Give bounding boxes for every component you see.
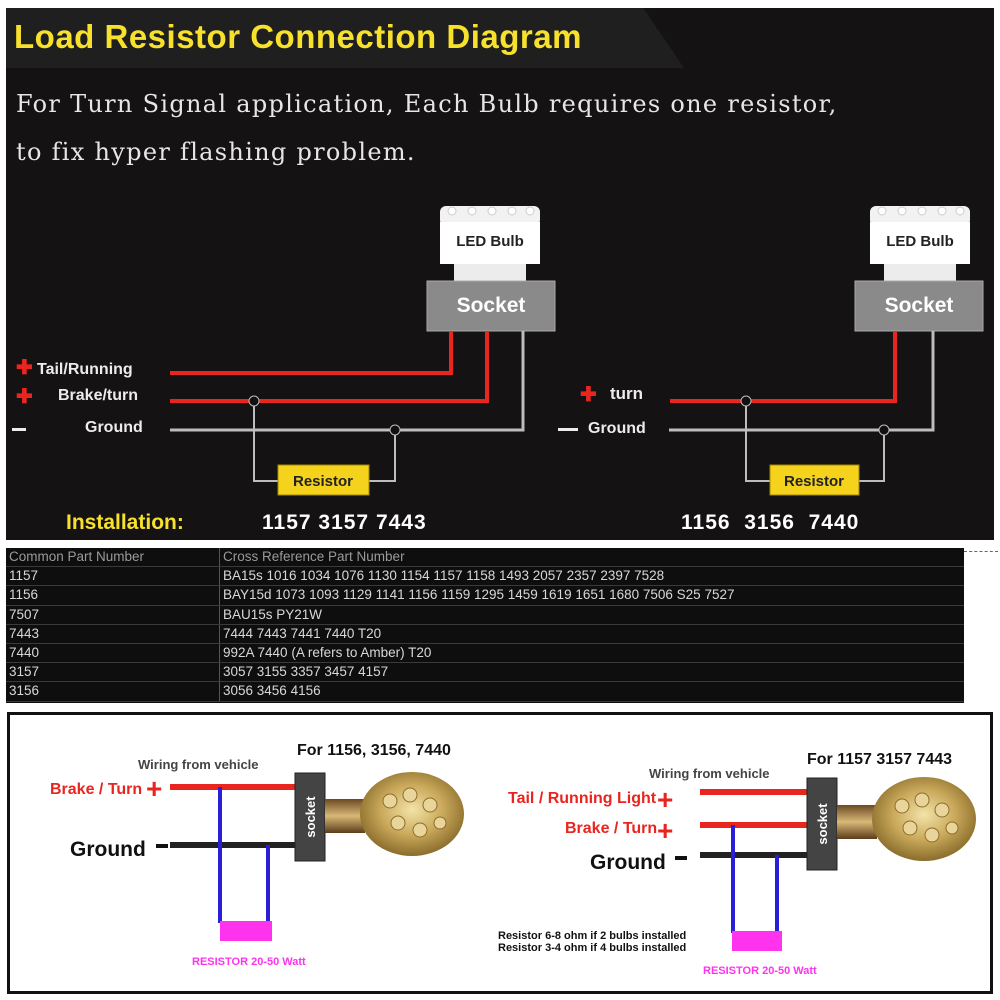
table-row: 1156 BAY15d 1073 1093 1129 1141 1156 115…	[6, 585, 964, 606]
cross-reference-cell: 3057 3155 3357 3457 4157	[219, 662, 964, 683]
left-led-bulb: LED Bulb	[440, 206, 540, 282]
left-socket-label: Socket	[457, 294, 526, 317]
left-resistor-label: RESISTOR 20-50 Watt	[192, 956, 306, 968]
right-socket-label: Socket	[885, 294, 954, 317]
left-tail-label: Tail/Running	[37, 361, 133, 378]
minus-icon	[12, 428, 26, 431]
right-resistor-lead-1	[745, 401, 771, 482]
cross-reference-table-panel: Common Part Number Cross Reference Part …	[6, 548, 964, 703]
description-line-2: to fix hyper flashing problem.	[16, 138, 416, 166]
part-number-cell: 7440	[6, 643, 220, 664]
left-tail-wire	[170, 331, 453, 375]
right-brake-label: Brake / Turn	[565, 820, 657, 837]
installation-numbers-left: 1157 3157 7443	[262, 511, 427, 534]
right-socket-label: socket	[815, 803, 830, 845]
left-junction-brake	[248, 395, 260, 407]
right-ground-label: Ground	[590, 851, 666, 874]
right-wiring-label: Wiring from vehicle	[649, 766, 770, 781]
table-row: 3156 3056 3456 4156	[6, 681, 964, 702]
left-brake-label: Brake / Turn	[50, 781, 142, 798]
left-brake-wire	[170, 331, 489, 403]
left-resistor-lead-1	[253, 401, 278, 482]
table-row: 3157 3057 3155 3357 3457 4157	[6, 662, 964, 683]
right-bulb-label: LED Bulb	[886, 233, 954, 250]
left-ground-wire	[170, 331, 525, 432]
left-brake-label: Brake/turn	[58, 387, 138, 404]
plus-icon: +	[657, 784, 673, 815]
left-ground-label: Ground	[70, 838, 146, 861]
right-resistor: Resistor	[769, 464, 860, 496]
left-bulb-label: LED Bulb	[456, 233, 524, 250]
part-number-cell: 1157	[6, 566, 220, 587]
right-tail-label: Tail / Running Light	[508, 790, 657, 807]
cross-reference-cell: 7444 7443 7441 7440 T20	[219, 624, 964, 644]
left-socket-label: socket	[303, 796, 318, 838]
top-diagram-panel: Load Resistor Connection Diagram For Tur…	[6, 8, 994, 540]
cross-reference-cell: BAY15d 1073 1093 1129 1141 1156 1159 129…	[219, 585, 964, 606]
left-resistor-label: Resistor	[293, 473, 353, 490]
bottom-diagram-panel: Wiring from vehicle For 1156, 3156, 7440…	[7, 712, 993, 994]
cross-reference-cell: BA15s 1016 1034 1076 1130 1154 1157 1158…	[219, 566, 964, 587]
plus-icon: ✚	[16, 357, 33, 379]
left-for-label: For 1156, 3156, 7440	[297, 742, 451, 759]
top-wiring-svg: LED Bulb Socket Resistor ✚ Tail/Running …	[12, 206, 984, 534]
table-row: 7507 BAU15s PY21W	[6, 605, 964, 625]
table-row: 7440 992A 7440 (A refers to Amber) T20	[6, 643, 964, 664]
right-turn-label: turn	[610, 384, 643, 403]
installation-numbers-right: 1156 3156 7440	[681, 511, 859, 534]
left-socket: Socket	[426, 280, 556, 332]
table-header-cell: Cross Reference Part Number	[219, 548, 964, 568]
minus-icon	[156, 844, 168, 848]
description-line-1: For Turn Signal application, Each Bulb r…	[16, 90, 838, 118]
resistor-note-2: Resistor 3-4 ohm if 4 bulbs installed	[498, 942, 686, 954]
cross-reference-cell: 3056 3456 4156	[219, 681, 964, 702]
cross-reference-cell: BAU15s PY21W	[219, 605, 964, 625]
right-bulb-image	[837, 777, 976, 861]
plus-icon: ✚	[580, 384, 597, 406]
left-resistor	[220, 921, 272, 941]
left-socket: socket	[294, 772, 326, 862]
right-resistor	[732, 931, 782, 951]
table-header-row: Common Part Number Cross Reference Part …	[6, 548, 964, 568]
right-junction-turn	[740, 395, 752, 407]
cross-reference-cell: 992A 7440 (A refers to Amber) T20	[219, 643, 964, 664]
left-resistor-lead-2	[368, 430, 396, 482]
plus-icon: ✚	[16, 386, 33, 408]
part-number-cell: 1156	[6, 585, 220, 606]
minus-icon	[675, 856, 687, 860]
right-turn-wire	[670, 331, 897, 403]
right-junction-ground	[878, 424, 890, 436]
resistor-note-1: Resistor 6-8 ohm if 2 bulbs installed	[498, 930, 686, 942]
right-resistor-label: Resistor	[784, 473, 844, 490]
installation-prefix: Installation:	[66, 511, 184, 534]
table-row: 1157 BA15s 1016 1034 1076 1130 1154 1157…	[6, 566, 964, 587]
bottom-wiring-svg: Wiring from vehicle For 1156, 3156, 7440…	[50, 742, 976, 977]
right-resistor-label: RESISTOR 20-50 Watt	[703, 965, 817, 977]
left-junction-ground	[389, 424, 401, 436]
cross-reference-table: Common Part Number Cross Reference Part …	[6, 548, 964, 702]
left-bulb-image	[325, 772, 464, 856]
part-number-cell: 7507	[6, 605, 220, 625]
diagram-title: Load Resistor Connection Diagram	[14, 18, 582, 55]
right-resistor-lead-2	[858, 430, 885, 482]
right-ground-label: Ground	[588, 420, 646, 437]
table-row: 7443 7444 7443 7441 7440 T20	[6, 624, 964, 644]
separator-line	[964, 551, 998, 552]
part-number-cell: 3157	[6, 662, 220, 683]
right-led-bulb: LED Bulb	[870, 206, 970, 282]
table-header-cell: Common Part Number	[6, 548, 220, 568]
left-ground-label: Ground	[85, 419, 143, 436]
right-for-label: For 1157 3157 7443	[807, 751, 952, 768]
left-resistor: Resistor	[277, 464, 370, 496]
right-ground-wire	[669, 331, 935, 432]
plus-icon: +	[657, 815, 673, 846]
right-socket: socket	[806, 777, 838, 871]
part-number-cell: 3156	[6, 681, 220, 702]
left-wiring-label: Wiring from vehicle	[138, 757, 259, 772]
plus-icon: +	[146, 773, 162, 804]
minus-icon	[558, 428, 578, 431]
part-number-cell: 7443	[6, 624, 220, 644]
title-band	[6, 8, 684, 68]
right-socket: Socket	[854, 280, 984, 332]
